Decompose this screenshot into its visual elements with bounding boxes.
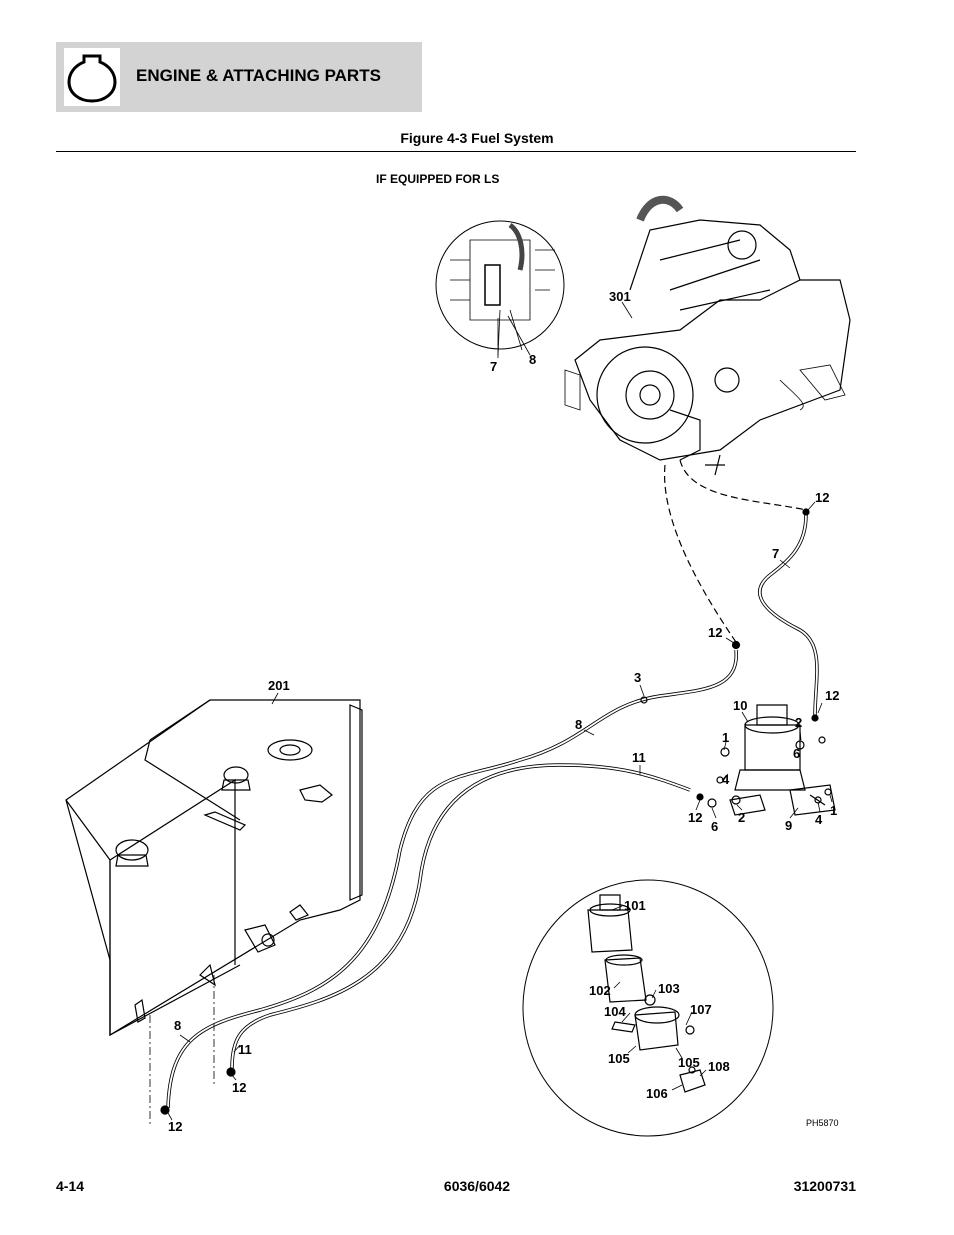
callout-2-b: 2 — [738, 810, 745, 825]
figure-title: Figure 4-3 Fuel System — [400, 130, 554, 146]
callout-106: 106 — [646, 1086, 668, 1101]
callout-101: 101 — [624, 898, 646, 913]
callout-8-line: 8 — [575, 717, 582, 732]
photo-id: PH5870 — [806, 1118, 839, 1128]
engine-section-icon — [64, 48, 120, 106]
callout-12-bottom-b: 12 — [168, 1119, 182, 1134]
callout-12-filter: 12 — [688, 810, 702, 825]
callout-9: 9 — [785, 818, 792, 833]
section-title: ENGINE & ATTACHING PARTS — [136, 66, 381, 85]
callout-103: 103 — [658, 981, 680, 996]
callout-2-a: 2 — [795, 715, 802, 730]
callout-12-top: 12 — [815, 490, 829, 505]
fuel-filter-assembly — [707, 704, 836, 816]
figure-subtitle: IF EQUIPPED FOR LS — [376, 172, 500, 186]
engine-assembly — [564, 195, 851, 476]
callout-8-bottom: 8 — [174, 1018, 181, 1033]
callout-7-line: 7 — [772, 546, 779, 561]
callout-12-bottom-a: 12 — [232, 1080, 246, 1095]
callout-105-b: 105 — [678, 1055, 700, 1070]
callout-107: 107 — [690, 1002, 712, 1017]
fuel-tank — [65, 699, 363, 1037]
callout-4-a: 4 — [722, 772, 730, 787]
callout-108: 108 — [708, 1059, 730, 1074]
callout-10: 10 — [733, 698, 747, 713]
callout-1-a: 1 — [722, 730, 729, 745]
callout-102: 102 — [589, 983, 611, 998]
callout-104: 104 — [604, 1004, 626, 1019]
callout-3: 3 — [634, 670, 641, 685]
engine-detail-inset — [435, 220, 565, 356]
callout-11-bottom: 11 — [238, 1042, 252, 1057]
filter-detail-inset — [522, 879, 774, 1137]
callout-1-b: 1 — [830, 803, 837, 818]
model-number: 6036/6042 — [443, 1178, 511, 1194]
manual-number: 31200731 — [793, 1178, 856, 1194]
callout-12-mid: 12 — [708, 625, 722, 640]
callout-6-a: 6 — [793, 746, 800, 761]
callout-6-b: 6 — [711, 819, 718, 834]
callout-8-inset: 8 — [529, 352, 536, 367]
callout-105-a: 105 — [608, 1051, 630, 1066]
callout-12-right: 12 — [825, 688, 839, 703]
section-header: ENGINE & ATTACHING PARTS — [56, 42, 422, 112]
callout-4-b: 4 — [815, 812, 823, 827]
title-divider — [56, 151, 856, 152]
page-number: 4-14 — [56, 1178, 85, 1194]
callout-201: 201 — [268, 678, 290, 693]
callout-301: 301 — [609, 289, 631, 304]
callout-11: 11 — [632, 750, 646, 765]
callout-7-inset: 7 — [490, 359, 497, 374]
